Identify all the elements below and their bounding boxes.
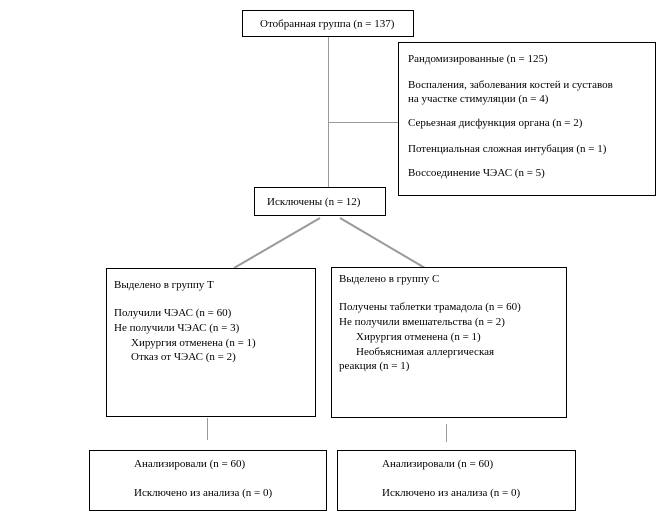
reason-intubation: Потенциальная сложная интубация (n = 1) (408, 143, 607, 155)
excluded-box: Исключены (n = 12) (254, 187, 386, 216)
analysis-c-box: Анализировали (n = 60) Исключено из анал… (337, 450, 576, 511)
reason-organ-dysfunction: Серьезная дисфункция органа (n = 2) (408, 117, 583, 129)
connector-top-vertical (328, 37, 329, 187)
group-c-allergy-line1: Необъяснимая аллергическая (356, 346, 495, 358)
top-box: Отобранная группа (n = 137) (242, 10, 414, 37)
top-box-label: Отобранная группа (n = 137) (260, 18, 395, 30)
connector-t-to-analysis (207, 418, 208, 440)
analysis-c-analyzed: Анализировали (n = 60) (382, 458, 494, 470)
analysis-t-excluded: Исключено из анализа (n = 0) (134, 487, 273, 499)
group-c-surgery-cancelled: Хирургия отменена (n = 1) (356, 331, 481, 343)
group-t-title: Выделено в группу Т (114, 279, 214, 291)
group-t-not-received: Не получили ЧЭАС (n = 3) (114, 322, 240, 334)
group-t-received: Получили ЧЭАС (n = 60) (114, 307, 232, 319)
connector-c-to-analysis (446, 424, 447, 442)
connector-to-reasons (328, 122, 398, 123)
group-c-title: Выделено в группу С (339, 273, 440, 285)
group-c-not-received: Не получили вмешательства (n = 2) (339, 316, 505, 328)
group-c-box: Выделено в группу С Получены таблетки тр… (331, 267, 567, 418)
branch-line-right (339, 217, 426, 269)
analysis-t-box: Анализировали (n = 60) Исключено из анал… (89, 450, 327, 511)
group-t-surgery-cancelled: Хирургия отменена (n = 1) (131, 337, 256, 349)
reason-inflammation-line1: Воспаления, заболевания костей и суставо… (408, 79, 613, 91)
reason-reconnection: Воссоединение ЧЭАС (n = 5) (408, 167, 545, 179)
analysis-c-excluded: Исключено из анализа (n = 0) (382, 487, 521, 499)
group-t-box: Выделено в группу Т Получили ЧЭАС (n = 6… (106, 268, 316, 417)
group-c-allergy-line2: реакция (n = 1) (339, 360, 410, 372)
excluded-label: Исключены (n = 12) (267, 196, 361, 208)
exclusion-reasons-box: Рандомизированные (n = 125) Воспаления, … (398, 42, 656, 196)
group-t-refusal: Отказ от ЧЭАС (n = 2) (131, 351, 236, 363)
reason-inflammation-line2: на участке стимуляции (n = 4) (408, 93, 549, 105)
reason-randomized: Рандомизированные (n = 125) (408, 53, 548, 65)
analysis-t-analyzed: Анализировали (n = 60) (134, 458, 246, 470)
group-c-received: Получены таблетки трамадола (n = 60) (339, 301, 521, 313)
branch-line-left (233, 217, 321, 269)
